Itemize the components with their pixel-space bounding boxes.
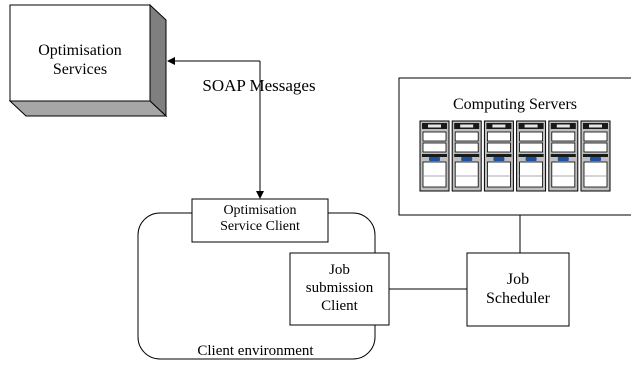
job-submission-client-label: Job submission Client bbox=[290, 261, 389, 315]
job-submission-line1: Job bbox=[329, 262, 350, 278]
job-scheduler-label: Job Scheduler bbox=[467, 270, 569, 308]
optimisation-services-box bbox=[8, 3, 168, 118]
server-icon bbox=[451, 120, 482, 192]
server-icon bbox=[580, 120, 611, 192]
optimisation-services-line1: Optimisation bbox=[38, 42, 122, 59]
optimisation-service-client-box bbox=[191, 198, 329, 243]
client-environment-label: Client environment bbox=[197, 343, 314, 359]
job-submission-line3: Client bbox=[321, 298, 358, 314]
computing-servers-title: Computing Servers bbox=[453, 96, 577, 113]
optimisation-client-line2: Service Client bbox=[220, 219, 300, 234]
job-scheduler-line1: Job bbox=[506, 271, 530, 288]
job-submission-line2: submission bbox=[305, 280, 374, 296]
job-scheduler-line2: Scheduler bbox=[486, 290, 550, 307]
optimisation-services-label: Optimisation Services bbox=[10, 41, 150, 79]
optimisation-services-line2: Services bbox=[52, 61, 108, 78]
server-icon bbox=[483, 120, 514, 192]
soap-messages-label: SOAP Messages bbox=[202, 76, 316, 95]
server-icon bbox=[419, 120, 450, 192]
optimisation-client-line1: Optimisation bbox=[223, 203, 297, 218]
job-scheduler-box bbox=[466, 252, 570, 327]
server-rack-group bbox=[419, 120, 611, 192]
job-submission-client-box bbox=[289, 252, 390, 326]
optimisation-service-client-label: Optimisation Service Client bbox=[192, 203, 328, 235]
server-icon bbox=[516, 120, 547, 192]
soap-connector bbox=[167, 57, 264, 199]
server-icon bbox=[548, 120, 579, 192]
